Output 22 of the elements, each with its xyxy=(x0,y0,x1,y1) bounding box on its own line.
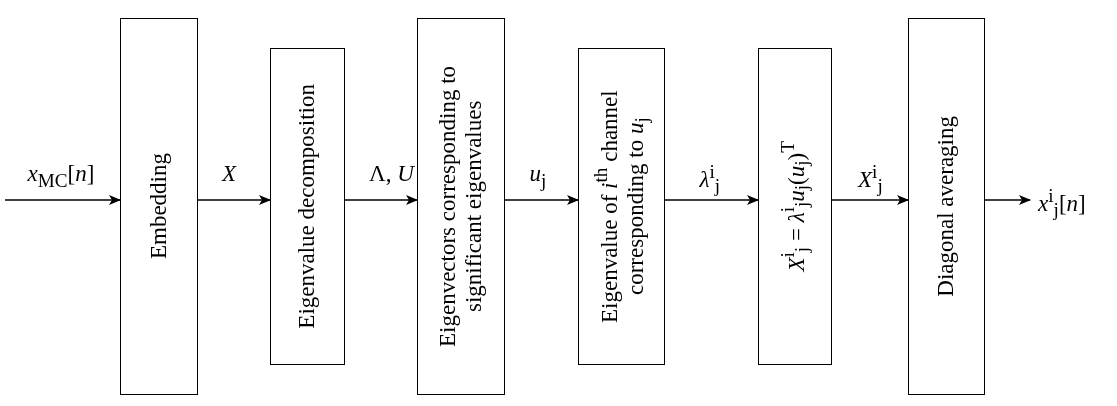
arrow xyxy=(197,195,271,205)
process-box xyxy=(270,48,345,365)
arrow xyxy=(504,195,579,205)
edge-label: X xyxy=(222,162,237,185)
box-label: Eigenvectors corresponding to significant eigenvalues xyxy=(434,65,487,349)
process-box xyxy=(578,48,665,365)
arrow xyxy=(664,195,759,205)
arrow xyxy=(984,195,1031,205)
edge-label: x$_{MC}$[n] xyxy=(27,162,95,190)
arrow xyxy=(4,195,121,205)
box-label: Diagonal averaging xyxy=(933,116,960,297)
process-box xyxy=(758,48,832,365)
arrow xyxy=(831,195,909,205)
process-box xyxy=(417,18,505,395)
edge-label: Λ, U xyxy=(369,162,414,185)
edge-label: u$_{j}$ xyxy=(529,162,547,190)
process-box xyxy=(908,18,985,395)
process-box xyxy=(120,18,198,395)
box-label: Eigenvalue decomposition xyxy=(294,84,321,329)
arrow xyxy=(344,195,418,205)
edge-label: x$^{i}$$_{j}$[n] xyxy=(1038,186,1086,220)
box-label: Embedding xyxy=(145,153,172,260)
